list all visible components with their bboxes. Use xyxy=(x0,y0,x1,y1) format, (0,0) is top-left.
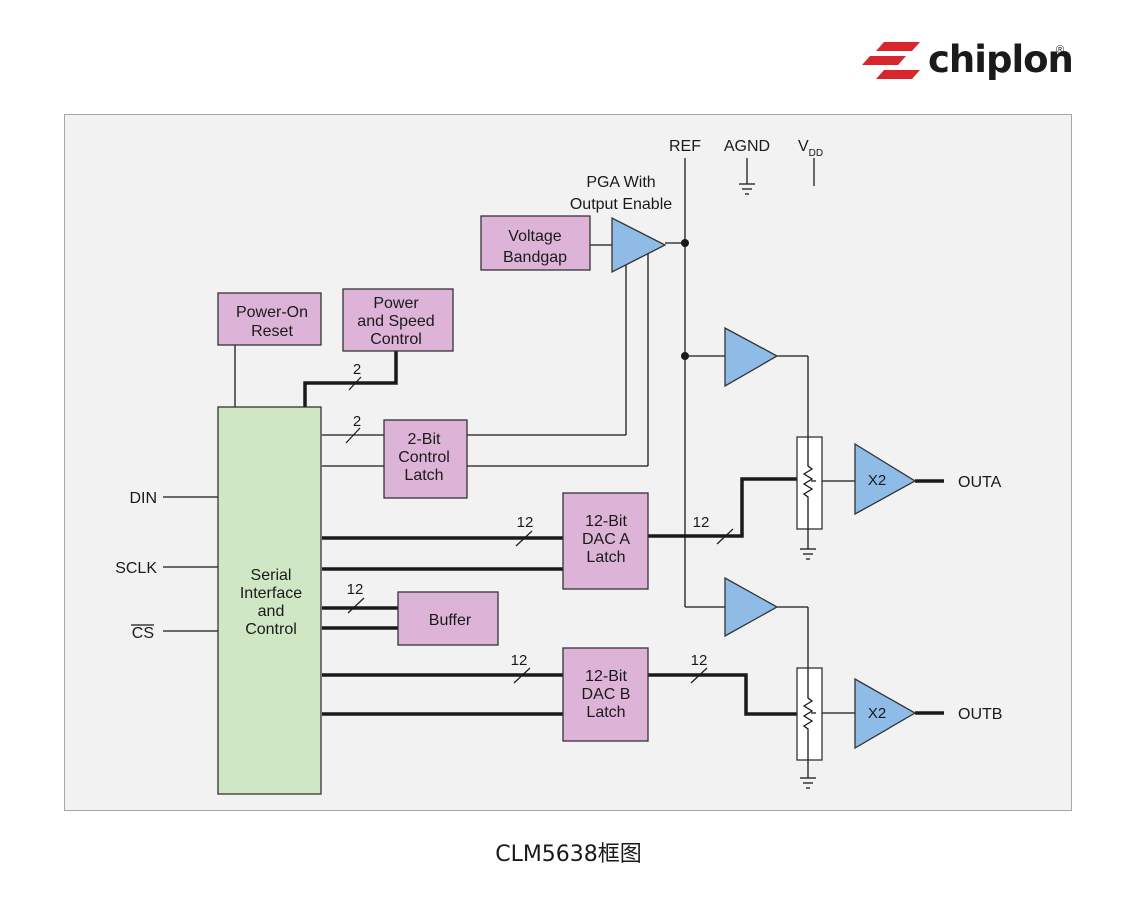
pga-amplifier xyxy=(611,216,667,274)
ref-label: REF xyxy=(669,138,701,155)
agnd-label: AGND xyxy=(724,138,770,155)
brand-logo: chiplon ® xyxy=(862,38,1082,84)
power-on-reset-line2: Reset xyxy=(251,323,293,340)
resistor-b-box xyxy=(796,667,823,761)
thick-buses xyxy=(303,350,944,716)
bus-width-buffer-in: 12 xyxy=(347,581,364,598)
pga-label-line2: Output Enable xyxy=(570,196,672,213)
control-latch-line1: 2-Bit xyxy=(408,431,441,448)
out-b-label: OUTB xyxy=(958,706,1002,723)
output-amplifier-a xyxy=(854,442,917,516)
resistor-symbols xyxy=(802,437,816,760)
amp-b-gain: X2 xyxy=(868,705,886,722)
bus-width-dac-b-in: 12 xyxy=(511,652,528,669)
dac-b-line3: Latch xyxy=(586,704,625,721)
bus-width-dac-a-out: 12 xyxy=(693,514,710,531)
ref-buffer-b-amplifier xyxy=(724,576,779,638)
bus-width-power-speed: 2 xyxy=(353,361,361,378)
serial-line1: Serial xyxy=(251,567,292,584)
amplifiers xyxy=(611,216,917,750)
buffer-block xyxy=(397,591,499,646)
bus-slashes xyxy=(345,376,734,684)
serial-line4: Control xyxy=(245,621,297,638)
serial-interface-block xyxy=(217,406,322,795)
power-speed-block xyxy=(342,288,454,352)
dac-b-line2: DAC B xyxy=(582,686,631,703)
dac-b-latch-block xyxy=(562,647,649,742)
voltage-bandgap-block xyxy=(480,215,591,271)
control-latch-line2: Control xyxy=(398,449,450,466)
buffer-label: Buffer xyxy=(429,612,472,629)
control-latch-line3: Latch xyxy=(404,467,443,484)
output-amplifier-b xyxy=(854,677,917,750)
blocks xyxy=(217,215,823,795)
bus-width-control-latch: 2 xyxy=(353,413,361,430)
power-speed-line1: Power xyxy=(373,295,419,312)
power-on-reset-block xyxy=(217,292,322,346)
voltage-bandgap-line1: Voltage xyxy=(508,228,561,245)
resistor-a-box xyxy=(796,436,823,530)
out-a-label: OUTA xyxy=(958,474,1002,491)
dac-a-line1: 12-Bit xyxy=(585,513,627,530)
dac-a-latch-block xyxy=(562,492,649,590)
amp-a-gain: X2 xyxy=(868,472,886,489)
power-speed-line3: Control xyxy=(370,331,422,348)
vdd-label: VDD xyxy=(798,138,823,159)
brand-name: chiplon xyxy=(928,38,1074,81)
thin-wires xyxy=(163,158,855,778)
figure-caption: CLM5638框图 xyxy=(495,842,642,867)
serial-line3: and xyxy=(258,603,285,620)
registered-mark: ® xyxy=(1056,44,1065,56)
serial-line2: Interface xyxy=(240,585,302,602)
control-latch-block xyxy=(383,419,468,499)
ground-symbols xyxy=(739,183,816,789)
pga-label-line1: PGA With xyxy=(586,174,655,191)
ref-buffer-a-amplifier xyxy=(724,326,779,388)
din-pin-label: DIN xyxy=(129,490,157,507)
bus-width-dac-b-out: 12 xyxy=(691,652,708,669)
chiplon-mark-icon xyxy=(862,42,920,79)
dac-a-line2: DAC A xyxy=(582,531,630,548)
power-on-reset-line1: Power-On xyxy=(236,304,308,321)
power-speed-line2: and Speed xyxy=(357,313,434,330)
sclk-pin-label: SCLK xyxy=(115,560,157,577)
dac-a-line3: Latch xyxy=(586,549,625,566)
dac-b-line1: 12-Bit xyxy=(585,668,627,685)
cs-pin-label: CS xyxy=(132,625,154,642)
voltage-bandgap-line2: Bandgap xyxy=(503,249,567,266)
bus-width-dac-a-in: 12 xyxy=(517,514,534,531)
junction-dots xyxy=(681,239,689,360)
